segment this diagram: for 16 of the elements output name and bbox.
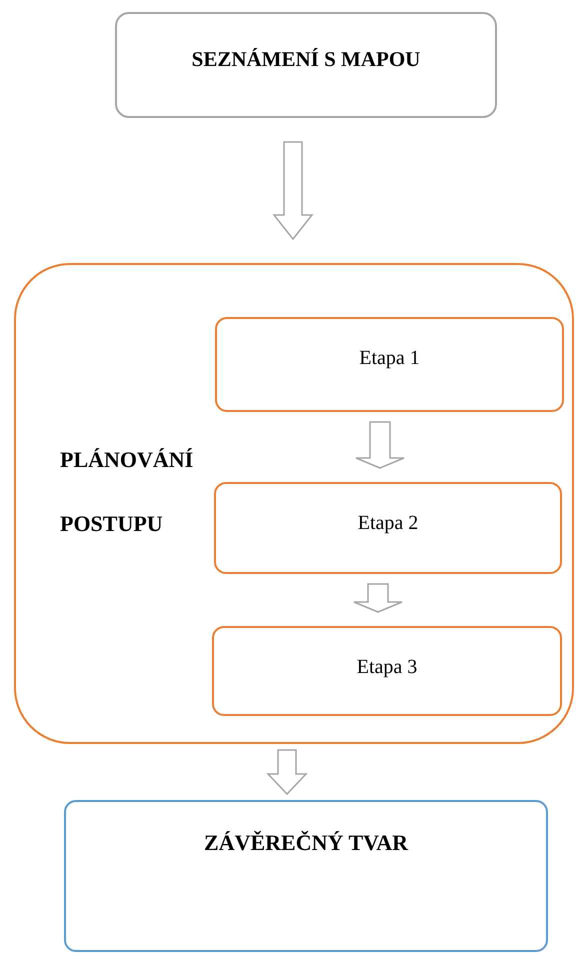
group-box — [14, 263, 574, 744]
block-arrow — [266, 749, 308, 796]
stage-box — [215, 317, 564, 412]
block-arrow — [353, 583, 403, 613]
result-box — [64, 800, 548, 952]
block-arrow — [355, 421, 405, 469]
stage-label: Etapa 3 — [356, 655, 418, 680]
result-title: ZÁVĚREČNÝ TVAR — [204, 829, 408, 857]
step-title: SEZNÁMENÍ S MAPOU — [192, 46, 420, 73]
process-box — [115, 12, 497, 118]
group-title: PLÁNOVÁNÍ POSTUPU — [60, 446, 194, 538]
stage-box — [212, 626, 562, 716]
stage-box — [214, 482, 562, 574]
block-arrow — [272, 141, 314, 240]
stage-label: Etapa 1 — [359, 346, 420, 371]
stage-label: Etapa 2 — [358, 511, 418, 536]
